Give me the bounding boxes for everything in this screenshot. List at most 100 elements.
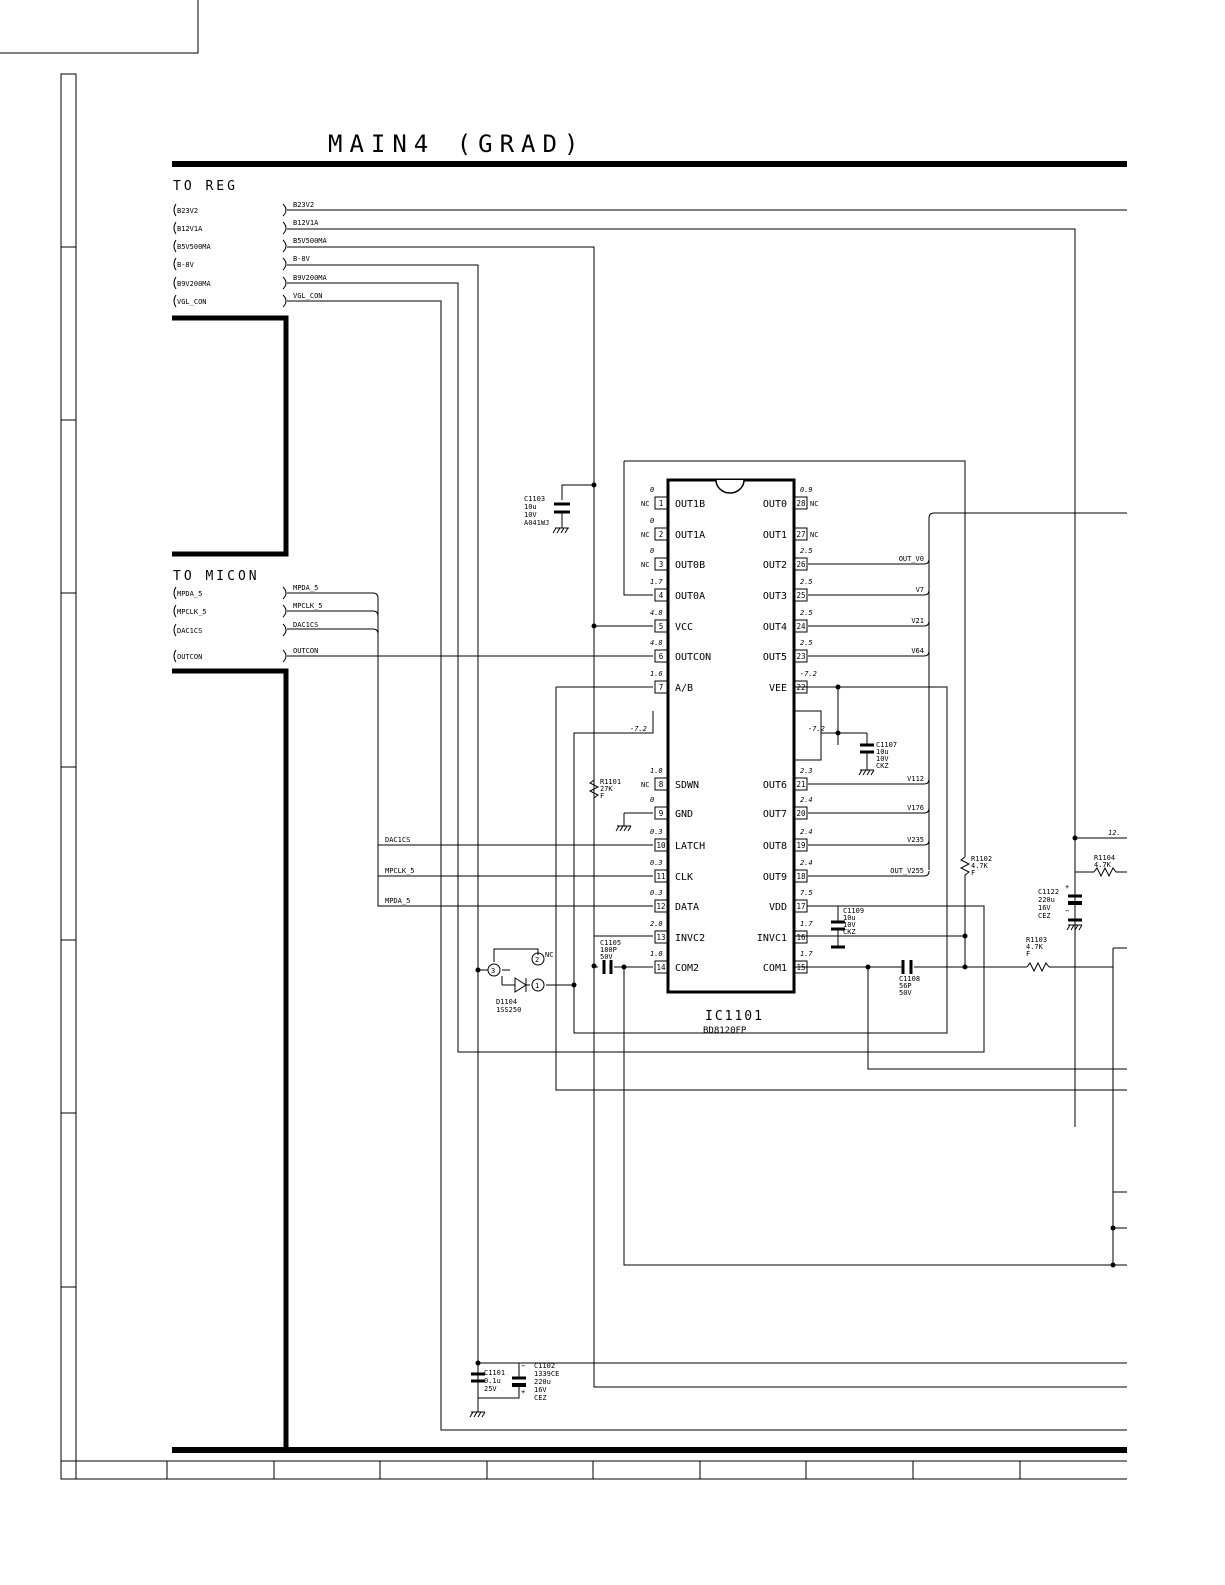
ic-periphery-wires: 12. — [478, 460, 1127, 1268]
pin-18-box — [794, 869, 808, 883]
svg-text:220u: 220u — [1038, 896, 1055, 904]
svg-text:16V: 16V — [534, 1386, 547, 1394]
port-arrow — [282, 294, 287, 308]
output-net-24: V21 — [911, 617, 924, 625]
capacitor-c1108: C1108 56P 50V — [899, 960, 920, 997]
svg-text:180P: 180P — [600, 946, 617, 954]
port-reg-0: B23V2 — [177, 207, 198, 215]
pin-28-box — [794, 496, 808, 510]
net-label-mpda: MPDA_5 — [385, 897, 410, 905]
port-arrow — [282, 221, 287, 235]
net-label-micon-3: OUTCON — [293, 647, 318, 655]
pin-6-box — [654, 649, 668, 663]
svg-text:C1122: C1122 — [1038, 888, 1059, 896]
rail-voltage-label: 12. — [1108, 829, 1121, 837]
port-reg-2: B5V500MA — [177, 243, 212, 251]
port-micon-2: DAC1CS — [177, 627, 202, 635]
pin-26-box — [794, 557, 808, 571]
pin-21-number: 21 — [796, 780, 805, 789]
pin-3-nc: NC — [641, 561, 649, 569]
pin-2-box — [654, 527, 668, 541]
pin-10-voltage: 0.3 — [650, 828, 663, 836]
svg-text:CKZ: CKZ — [843, 928, 856, 936]
ic-part-number: BD8120FP — [703, 1026, 747, 1036]
pin-4-number: 4 — [659, 591, 664, 600]
port-bracket — [173, 276, 177, 290]
pin-19-name: OUT8 — [763, 841, 787, 852]
svg-text:50V: 50V — [899, 989, 912, 997]
sheet-title-box — [0, 0, 199, 54]
port-arrow — [282, 276, 287, 290]
port-reg-4: B9V200MA — [177, 280, 212, 288]
output-net-25: V7 — [916, 586, 924, 594]
pin-22-name: VEE — [769, 683, 787, 694]
svg-text:R1101: R1101 — [600, 778, 621, 786]
net-label-mpclk: MPCLK_5 — [385, 867, 415, 875]
port-bracket — [173, 649, 177, 663]
pin-27-box — [794, 527, 808, 541]
pin-1-name: OUT1B — [675, 499, 705, 510]
sheet-title: MAIN4 (GRAD) — [328, 130, 585, 158]
output-net-21: V112 — [907, 775, 924, 783]
net-label-reg-0: B23V2 — [293, 201, 314, 209]
frame-ticks — [61, 246, 1021, 1479]
pin-6-name: OUTCON — [675, 652, 711, 663]
port-arrow — [282, 203, 287, 217]
pin-25-voltage: 2.5 — [800, 578, 813, 586]
svg-text:+: + — [1065, 883, 1069, 891]
resistor-r1104: R1104 4.7K — [1093, 854, 1120, 878]
port-bracket — [173, 604, 177, 618]
reg-wires — [287, 209, 1127, 1431]
pin-16-name: INVC1 — [757, 933, 787, 944]
port-bracket — [173, 203, 177, 217]
pin-7-box — [654, 680, 668, 694]
pin-16-box — [794, 930, 808, 944]
output-net-wire — [808, 589, 930, 596]
ic1101: IC1101 BD8120FP — [666, 478, 796, 1036]
svg-text:−: − — [521, 1362, 525, 1370]
pin-25-box — [794, 588, 808, 602]
pin-10-name: LATCH — [675, 841, 705, 852]
svg-text:C1101: C1101 — [484, 1369, 505, 1377]
pin-8-nc: NC — [641, 781, 649, 789]
pin-8-number: 8 — [659, 780, 664, 789]
pin-20-voltage: 2.4 — [800, 796, 813, 804]
port-micon-0: MPDA_5 — [177, 590, 202, 598]
svg-text:1: 1 — [535, 982, 539, 990]
pin-16-voltage: 1.7 — [800, 920, 813, 928]
pin-7-voltage: 1.6 — [650, 670, 663, 678]
sheet-frame — [60, 73, 1127, 1480]
diode-d1104: 3 2 1 NC D1104 1SS250 — [487, 951, 553, 1014]
pin-4-name: OUT0A — [675, 591, 705, 602]
pin-11-name: CLK — [675, 872, 693, 883]
svg-text:CKZ: CKZ — [876, 762, 889, 770]
svg-text:C1105: C1105 — [600, 939, 621, 947]
net-label-reg-1: B12V1A — [293, 219, 319, 227]
pin-8-box — [654, 777, 668, 791]
svg-text:10u: 10u — [843, 914, 856, 922]
port-micon-3: OUTCON — [177, 653, 202, 661]
pin-9-box — [654, 806, 668, 820]
svg-text:2: 2 — [535, 956, 539, 964]
port-bracket — [173, 294, 177, 308]
pin-14-number: 14 — [656, 963, 666, 972]
svg-text:56P: 56P — [899, 982, 912, 990]
net-label-reg-5: VGL_CON — [293, 292, 323, 300]
pin-5-name: VCC — [675, 622, 693, 633]
pin-3-voltage: 0 — [650, 547, 654, 555]
port-bracket — [173, 257, 177, 271]
pin-21-name: OUT6 — [763, 780, 787, 791]
pin-11-voltage: 0.3 — [650, 859, 663, 867]
net-label-reg-2: B5V500MA — [293, 237, 328, 245]
section-to-reg: TO REG — [173, 179, 238, 194]
svg-text:220u: 220u — [534, 1378, 551, 1386]
net-label-micon-0: MPDA_5 — [293, 584, 318, 592]
port-bracket — [173, 221, 177, 235]
pin-4-box — [654, 588, 668, 602]
pin-7-number: 7 — [659, 683, 664, 692]
pin-21-box — [794, 777, 808, 791]
pin-25-name: OUT3 — [763, 591, 787, 602]
pin-6-voltage: 4.8 — [650, 639, 663, 647]
svg-text:C1109: C1109 — [843, 907, 864, 915]
svg-text:4.7K: 4.7K — [1094, 861, 1112, 869]
